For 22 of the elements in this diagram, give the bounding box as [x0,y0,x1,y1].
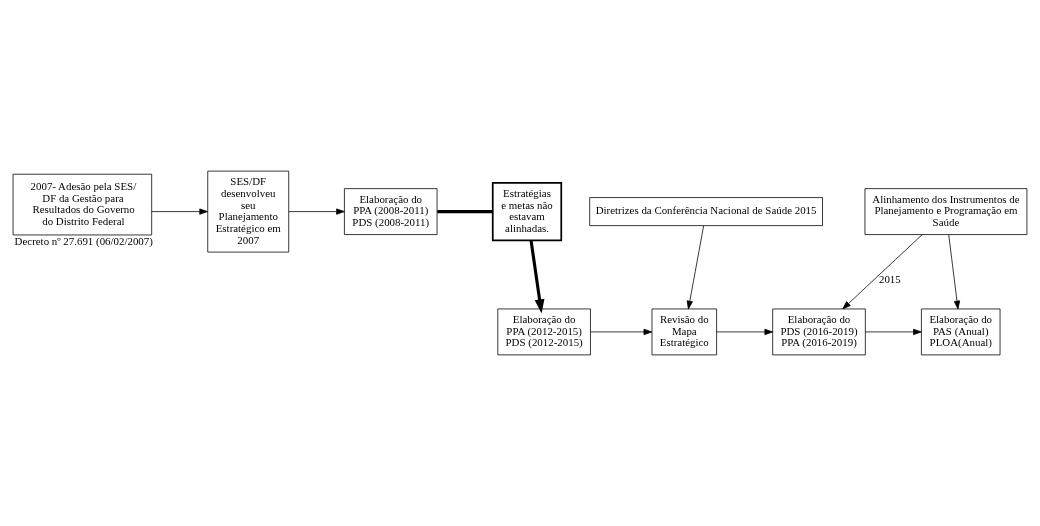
arrow [288,208,345,215]
node-label: Decreto nº 27.691 (06/02/2007) [14,235,153,248]
arrow [842,234,923,310]
arrow [151,208,208,215]
edge-label: 2015 [878,273,901,286]
arrow [686,225,705,310]
node-box: Alinhamento dos Instrumentos de Planejamento e Programação em Saúde [864,188,1028,235]
node-box: Elaboração do PPA (2008-2011) PDS (2008-2011) [344,188,438,235]
node-box: Elaboração do PDS (2016-2019) PPA (2016-2019) [772,308,866,356]
connector [437,210,493,214]
arrow [529,240,545,314]
node-box: Diretrizes da Conferência Nacional de Saúde 2015 [589,197,823,226]
arrow [716,328,774,336]
node-box: Estratégias e metas não estavam alinhadas. [491,181,563,242]
arrow [865,328,922,336]
node-box: Elaboração do PPA (2012-2015) PDS (2012-2015) [497,308,591,356]
node-box: 2007- Adesão pela SES/ DF da Gestão para Resultados do Governo do Distrito Federal [12,173,153,236]
node-box: Elaboração do PAS (Anual) PLOA(Anual) [921,308,1001,356]
arrow [590,328,653,336]
node-box: Revisão do Mapa Estratégico [651,308,717,356]
node-box: SES/DF desenvolveu seu Planejamento Estratégico em 2007 [207,170,290,253]
arrow [948,234,961,310]
